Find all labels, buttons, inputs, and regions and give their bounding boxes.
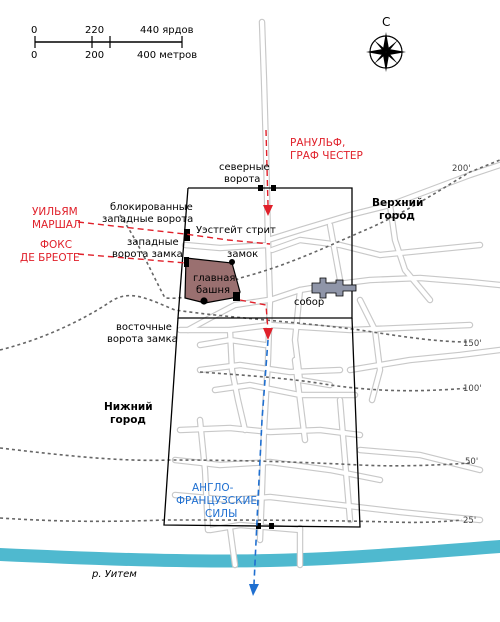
fawkes-label-line2: ДЕ БРЕОТЕ (20, 252, 80, 264)
castle-sortie-arrowhead (263, 328, 273, 340)
marshal-attack-route (77, 221, 271, 245)
scale-meter-0: 0 (31, 50, 37, 61)
contour-50 (0, 447, 471, 467)
castle-west-gate-marker (184, 257, 189, 267)
blocked-west-gate-label-line2: западные ворота (102, 214, 193, 225)
keep-tower-marker (200, 297, 208, 305)
castle (184, 257, 241, 305)
contour-label-25: 25' (463, 516, 476, 526)
contour-label-50: 50' (465, 457, 478, 467)
anglo-french-route (253, 339, 269, 585)
cathedral-shape (311, 277, 357, 299)
north-gate-marker-right (271, 185, 276, 191)
south-gate-marker-right (269, 523, 274, 529)
castle-west-gate-label-line1: западные (127, 237, 179, 248)
castle-tower-marker (229, 259, 235, 265)
ranulf-attack-route (265, 129, 269, 206)
attack-routes (77, 129, 273, 596)
fawkes-label-line1: ФОКС (40, 239, 72, 251)
river (0, 540, 500, 568)
river-label: р. Уитем (91, 569, 137, 580)
scale-yard-0: 0 (31, 25, 37, 36)
westgate-street-label: Уэстгейт стрит (196, 225, 276, 236)
town-walls (163, 187, 361, 528)
anglo-french-label-line3: СИЛЫ (205, 508, 237, 520)
upper-town-label-line2: город (379, 210, 415, 222)
road-network (171, 18, 500, 569)
compass-north-label: С (382, 15, 390, 29)
contour-25 (0, 517, 463, 524)
north-gate-marker-left (258, 185, 263, 191)
marshal-label-line2: МАРШАЛ (32, 219, 81, 231)
north-gate-label-line2: ворота (224, 174, 260, 185)
castle-sortie-route (239, 299, 269, 331)
scale-yard-440: 440 ярдов (140, 25, 194, 36)
anglo-french-label-line1: АНГЛО- (192, 482, 234, 494)
blocked-west-gate-label-line1: блокированные (110, 202, 193, 213)
castle-east-gate-label-line1: восточные (116, 322, 172, 333)
south-gate-marker-left (256, 523, 261, 529)
lower-town-wall (163, 317, 361, 528)
scale-bar: 0 220 440 ярдов 0 200 400 метров (31, 25, 197, 61)
castle-east-gate-label-line2: ворота замка (107, 334, 178, 345)
fawkes-attack-route (77, 253, 187, 264)
keep-label-line2: башня (196, 285, 230, 296)
contour-label-150: 150' (463, 339, 482, 349)
compass-rose: С (366, 15, 406, 72)
lower-town-label-line1: Нижний (104, 401, 153, 413)
castle-label: замок (227, 249, 258, 260)
upper-town-label-line1: Верхний (372, 197, 423, 209)
ranulf-label-line1: РАНУЛЬФ, (290, 137, 345, 149)
anglo-french-label-line2: ФРАНЦУЗСКИЕ (176, 495, 257, 507)
scale-meter-200: 200 (85, 50, 104, 61)
marshal-label-line1: УИЛЬЯМ (32, 206, 78, 218)
lower-town-label-line2: город (110, 414, 146, 426)
scale-meter-400: 400 метров (137, 50, 197, 61)
ranulf-label-line2: ГРАФ ЧЕСТЕР (290, 150, 363, 162)
contour-label-200: 200' (452, 164, 471, 174)
contour-label-100: 100' (463, 384, 482, 394)
ranulf-arrowhead (263, 205, 273, 216)
castle-west-gate-label-line2: ворота замка (112, 249, 183, 260)
north-gate-label-line1: северные (219, 162, 270, 173)
castle-east-gate-marker (233, 292, 240, 301)
keep-label-line1: главная (193, 273, 235, 284)
contour-lines (0, 159, 500, 524)
cathedral-label: собор (294, 297, 324, 308)
contour-200 (119, 159, 500, 300)
blocked-west-gate-marker (184, 229, 190, 241)
anglo-french-arrowhead (249, 584, 259, 596)
scale-yard-220: 220 (85, 25, 104, 36)
